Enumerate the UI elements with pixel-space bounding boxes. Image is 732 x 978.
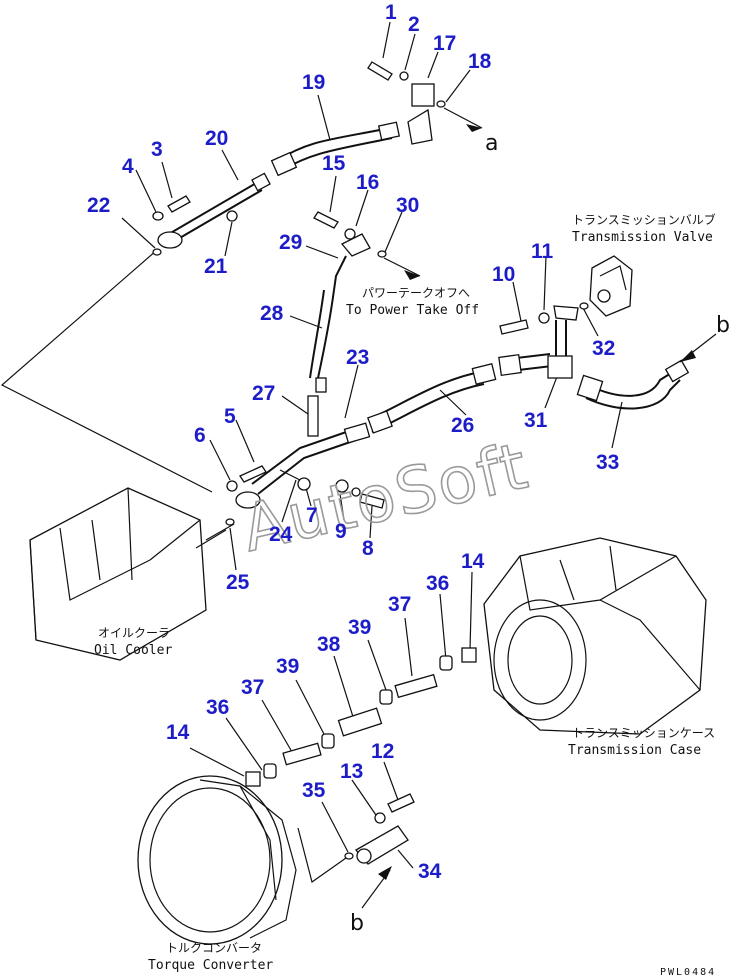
- callout-19: 19: [302, 71, 325, 94]
- pto-label-en: To Power Take Off: [346, 303, 479, 318]
- callout-4: 4: [122, 155, 134, 178]
- callout-12: 12: [371, 740, 394, 763]
- callout-9: 9: [335, 520, 347, 543]
- callout-17: 17: [433, 32, 456, 55]
- callout-23: 23: [346, 346, 369, 369]
- callout-7: 7: [306, 504, 318, 527]
- callout-30: 30: [396, 194, 419, 217]
- transmission-case-label-jp: トランスミッションケース: [572, 726, 715, 740]
- callout-29: 29: [279, 231, 302, 254]
- pto-label-jp: パワーテークオフへ: [362, 286, 470, 300]
- callout-31: 31: [524, 409, 548, 432]
- callout-13: 13: [340, 760, 363, 783]
- callout-15: 15: [322, 152, 346, 175]
- transmission-valve-label-en: Transmission Valve: [572, 230, 713, 245]
- oil-cooler-label-en: Oil Cooler: [94, 643, 172, 658]
- callout-24: 24: [269, 523, 293, 546]
- callout-1: 1: [385, 1, 397, 24]
- callout-6: 6: [194, 424, 206, 447]
- lower-parts: [245, 647, 477, 865]
- callout-37-upper: 37: [388, 593, 411, 616]
- callout-36-lower: 36: [206, 696, 229, 719]
- transmission-valve-label-jp: トランスミッションバルブ: [572, 212, 716, 227]
- callout-18: 18: [468, 50, 492, 73]
- callout-36-upper: 36: [426, 572, 449, 595]
- callout-5: 5: [224, 405, 236, 428]
- callout-39-upper: 39: [348, 616, 371, 639]
- callout-37-lower: 37: [241, 676, 264, 699]
- callout-numbers: 1 2 17 18 19 20 3 4 22 21 15 16 30 29 28…: [87, 1, 619, 883]
- oil-cooler-label-jp: オイルクーラ: [98, 626, 170, 640]
- arrow-b-bottom-head: [378, 866, 392, 880]
- arrow-b-bottom-label: b: [350, 911, 364, 936]
- callout-25: 25: [226, 571, 250, 594]
- torque-converter-label-en: Torque Converter: [148, 958, 273, 973]
- arrow-b-top-head: [680, 350, 696, 362]
- arrow-markers: [361, 107, 717, 909]
- callout-34: 34: [418, 860, 442, 883]
- callout-16: 16: [356, 171, 379, 194]
- transmission-case-label-en: Transmission Case: [568, 743, 701, 758]
- callout-3: 3: [151, 138, 163, 161]
- torque-converter-label-jp: トルクコンバータ: [166, 941, 262, 955]
- drawing-code: PWL0484: [660, 967, 716, 978]
- watermark-text: AutoSoft: [236, 429, 536, 567]
- arrow-a-head: [466, 124, 482, 132]
- arrow-a-label: a: [485, 131, 498, 156]
- callout-33: 33: [596, 451, 619, 474]
- torque-converter: [137, 775, 297, 945]
- callout-2: 2: [408, 13, 420, 36]
- callout-39-lower: 39: [276, 655, 299, 678]
- component-labels: トランスミッションバルブ Transmission Valve パワーテークオフ…: [94, 131, 730, 978]
- callout-14-upper: 14: [461, 550, 485, 573]
- arrow-b-top-label: b: [716, 313, 730, 338]
- callout-14-lower: 14: [166, 721, 190, 744]
- callout-38: 38: [317, 633, 341, 656]
- arrow-pto-head: [404, 270, 420, 280]
- callout-8: 8: [362, 537, 374, 560]
- callout-21: 21: [204, 255, 228, 278]
- callout-35: 35: [302, 779, 326, 802]
- callout-27: 27: [252, 382, 275, 405]
- callout-20: 20: [205, 127, 228, 150]
- transmission-valve: [589, 255, 633, 317]
- diagram-linework: [0, 21, 623, 883]
- callout-28: 28: [260, 302, 284, 325]
- callout-26: 26: [451, 414, 474, 437]
- transmission-case: [483, 537, 707, 735]
- oil-cooler: [29, 487, 235, 661]
- callout-22: 22: [87, 194, 110, 217]
- hoses-and-pipes: [152, 61, 690, 526]
- callout-32: 32: [592, 337, 615, 360]
- callout-11: 11: [531, 240, 554, 263]
- callout-10: 10: [492, 263, 515, 286]
